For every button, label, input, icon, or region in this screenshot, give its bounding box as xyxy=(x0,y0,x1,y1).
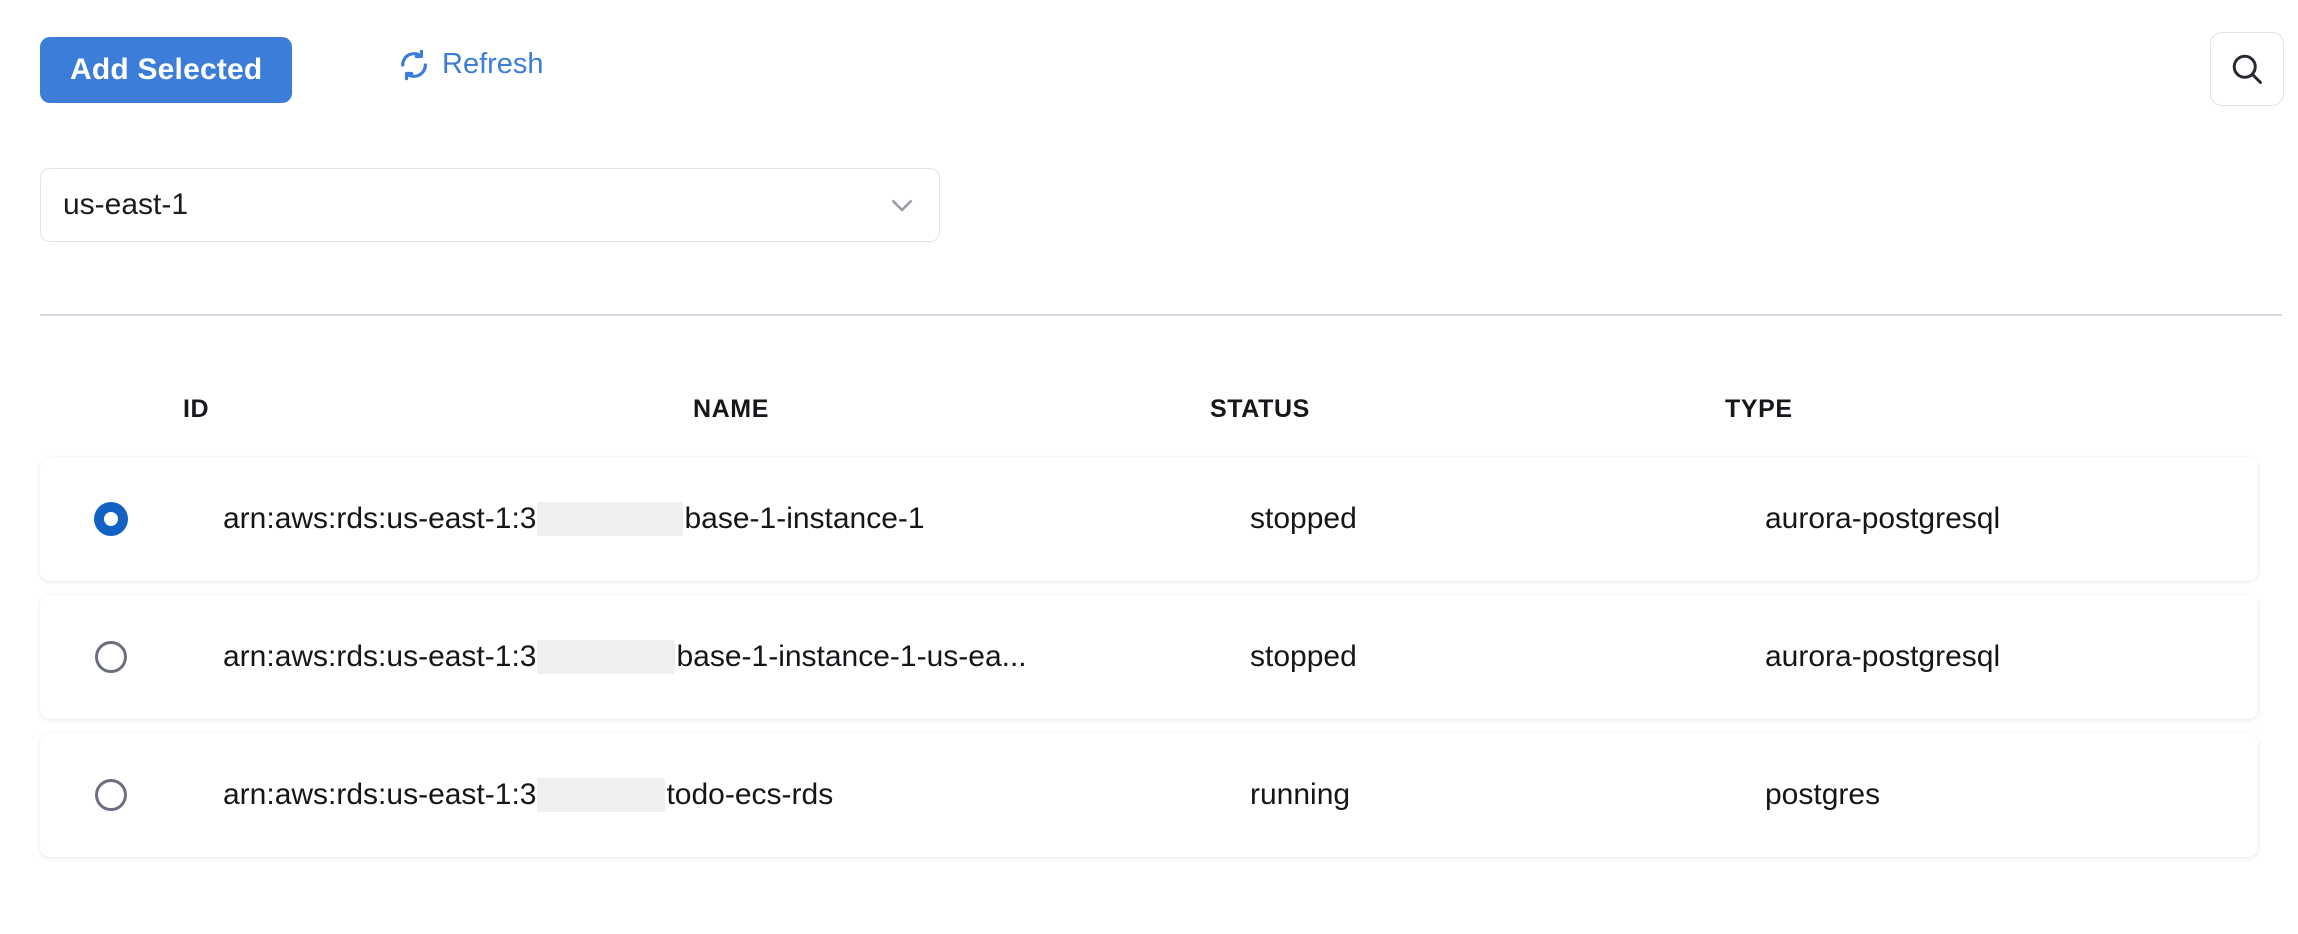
refresh-icon xyxy=(398,49,430,81)
region-select-value: us-east-1 xyxy=(63,188,189,221)
cell-id: arn:aws:rds:us-east-1:3 base-1-instance-1… xyxy=(223,640,1027,674)
cell-status: running xyxy=(1250,778,1351,811)
add-selected-label: Add Selected xyxy=(70,53,263,86)
cell-status: stopped xyxy=(1250,502,1357,535)
section-divider xyxy=(40,314,2282,316)
table-body: arn:aws:rds:us-east-1:3 base-1-instance-1… xyxy=(0,457,2298,857)
table-header-row: ID NAME STATUS TYPE xyxy=(0,395,2298,457)
table-row[interactable]: arn:aws:rds:us-east-1:3 base-1-instance-1… xyxy=(40,457,2258,581)
redacted-account-id xyxy=(537,502,684,536)
cell-status: stopped xyxy=(1250,640,1357,673)
column-header-id: ID xyxy=(183,395,210,423)
toolbar: Add Selected Refresh xyxy=(0,0,2298,120)
refresh-label: Refresh xyxy=(442,48,544,80)
radio-unselected[interactable] xyxy=(95,779,127,811)
id-suffix: base-1-instance-1 xyxy=(684,502,925,535)
search-button[interactable] xyxy=(2210,32,2284,106)
table-row[interactable]: arn:aws:rds:us-east-1:3 todo-ecs-rds runn… xyxy=(40,733,2258,857)
id-prefix: arn:aws:rds:us-east-1:3 xyxy=(223,778,537,811)
radio-selected[interactable] xyxy=(95,503,127,535)
id-prefix: arn:aws:rds:us-east-1:3 xyxy=(223,502,537,535)
column-header-type: TYPE xyxy=(1725,395,1793,423)
refresh-button[interactable]: Refresh xyxy=(398,48,544,81)
cell-type: aurora-postgresql xyxy=(1765,640,2001,673)
redacted-account-id xyxy=(537,640,676,674)
search-icon xyxy=(2229,51,2265,87)
chevron-down-icon xyxy=(887,190,917,220)
id-prefix: arn:aws:rds:us-east-1:3 xyxy=(223,640,537,673)
id-suffix: base-1-instance-1-us-ea... xyxy=(676,640,1027,673)
table-row[interactable]: arn:aws:rds:us-east-1:3 base-1-instance-1… xyxy=(40,595,2258,719)
cell-type: aurora-postgresql xyxy=(1765,502,2001,535)
region-select[interactable]: us-east-1 xyxy=(40,168,940,242)
add-selected-button[interactable]: Add Selected xyxy=(40,37,293,103)
redacted-account-id xyxy=(537,778,666,812)
cell-type: postgres xyxy=(1765,778,1881,811)
column-header-status: STATUS xyxy=(1210,395,1310,423)
cell-id: arn:aws:rds:us-east-1:3 base-1-instance-1 xyxy=(223,502,925,536)
column-header-name: NAME xyxy=(693,395,770,423)
radio-unselected[interactable] xyxy=(95,641,127,673)
id-suffix: todo-ecs-rds xyxy=(666,778,834,811)
resources-table: ID NAME STATUS TYPE arn:aws:rds:us-east-… xyxy=(0,395,2298,871)
cell-id: arn:aws:rds:us-east-1:3 todo-ecs-rds xyxy=(223,778,833,812)
